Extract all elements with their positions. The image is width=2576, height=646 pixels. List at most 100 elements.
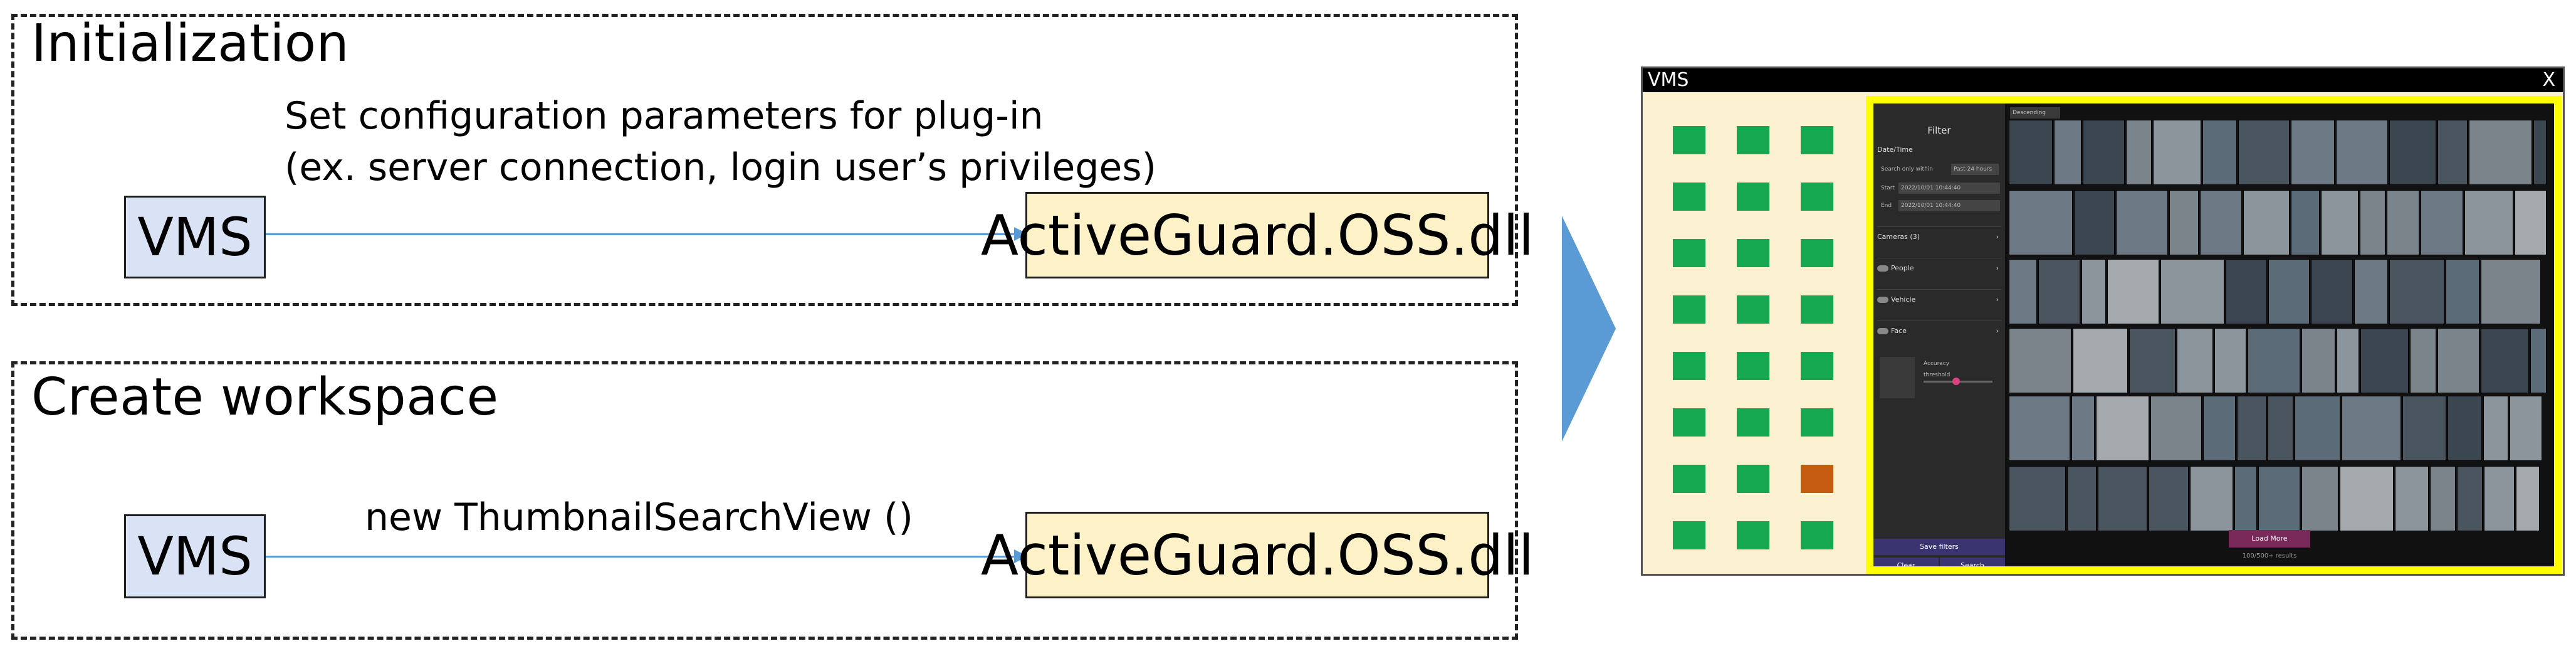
thumbnail[interactable] — [2342, 396, 2401, 461]
thumbnail[interactable] — [2248, 328, 2300, 393]
thumbnail[interactable] — [2510, 396, 2542, 461]
accuracy-slider-thumb[interactable] — [1952, 378, 1960, 385]
camera-tile[interactable] — [1801, 521, 1833, 549]
search-only-within-checkbox[interactable]: Search only within — [1881, 166, 1933, 172]
thumbnail[interactable] — [2238, 120, 2290, 185]
thumbnail[interactable] — [2530, 328, 2547, 393]
thumbnail[interactable] — [2009, 120, 2053, 185]
thumbnail[interactable] — [2149, 466, 2189, 531]
camera-tile[interactable] — [1673, 239, 1705, 267]
thumbnail[interactable] — [2483, 396, 2508, 461]
camera-tile[interactable] — [1673, 352, 1705, 380]
thumbnail[interactable] — [2160, 259, 2224, 324]
thumbnail[interactable] — [2067, 466, 2097, 531]
thumbnail[interactable] — [2360, 190, 2385, 255]
thumbnail[interactable] — [2096, 396, 2149, 461]
thumbnail[interactable] — [2395, 466, 2429, 531]
camera-tile[interactable] — [1737, 126, 1769, 154]
thumbnail[interactable] — [2533, 120, 2547, 185]
thumbnail[interactable] — [2071, 396, 2095, 461]
datetime-section[interactable]: Date/Time — [1877, 146, 1913, 154]
thumbnail[interactable] — [2009, 466, 2066, 531]
thumbnail[interactable] — [2169, 190, 2199, 255]
thumbnail[interactable] — [2387, 190, 2419, 255]
load-more-button[interactable]: Load More — [2229, 530, 2310, 548]
thumbnail[interactable] — [2457, 466, 2483, 531]
camera-tile-alert[interactable] — [1801, 465, 1833, 493]
camera-tile[interactable] — [1673, 183, 1705, 211]
camera-tile[interactable] — [1673, 126, 1705, 154]
people-section[interactable]: People› — [1877, 258, 2001, 278]
camera-tile[interactable] — [1673, 521, 1705, 549]
thumbnail[interactable] — [2009, 328, 2071, 393]
camera-tile[interactable] — [1673, 465, 1705, 493]
thumbnail[interactable] — [2484, 466, 2515, 531]
thumbnail[interactable] — [2073, 328, 2128, 393]
thumbnail[interactable] — [2200, 190, 2242, 255]
thumbnail[interactable] — [2421, 190, 2463, 255]
thumbnail[interactable] — [2268, 259, 2310, 324]
accuracy-slider[interactable] — [1924, 378, 1992, 385]
clear-button[interactable]: Clear — [1873, 558, 1939, 566]
start-datetime-input[interactable]: 2022/10/01 10:44:40 — [1898, 183, 2000, 194]
thumbnail[interactable] — [2009, 259, 2037, 324]
thumbnail[interactable] — [2402, 396, 2446, 461]
thumbnail[interactable] — [2516, 466, 2540, 531]
camera-tile[interactable] — [1737, 465, 1769, 493]
search-button[interactable]: Search — [1940, 558, 2005, 566]
sort-select[interactable]: Descending date — [2010, 107, 2060, 127]
thumbnail[interactable] — [2177, 328, 2213, 393]
camera-tile[interactable] — [1673, 295, 1705, 324]
thumbnail[interactable] — [2009, 396, 2070, 461]
thumbnail[interactable] — [2190, 466, 2233, 531]
thumbnail[interactable] — [2336, 120, 2388, 185]
thumbnail[interactable] — [2150, 396, 2202, 461]
thumbnail[interactable] — [2074, 190, 2115, 255]
thumbnail[interactable] — [2301, 328, 2335, 393]
thumbnail[interactable] — [2081, 259, 2106, 324]
thumbnail[interactable] — [2389, 120, 2436, 185]
thumbnail[interactable] — [2481, 328, 2529, 393]
thumbnail[interactable] — [2430, 466, 2456, 531]
camera-tile[interactable] — [1801, 183, 1833, 211]
thumbnail[interactable] — [2116, 190, 2168, 255]
thumbnail[interactable] — [2258, 466, 2300, 531]
thumbnail[interactable] — [2098, 466, 2147, 531]
thumbnail[interactable] — [2389, 259, 2444, 324]
camera-tile[interactable] — [1737, 295, 1769, 324]
camera-tile[interactable] — [1801, 295, 1833, 324]
thumbnail[interactable] — [2268, 396, 2293, 461]
thumbnail[interactable] — [2234, 466, 2257, 531]
camera-tile[interactable] — [1737, 408, 1769, 437]
thumbnail[interactable] — [2054, 120, 2081, 185]
thumbnail[interactable] — [2009, 190, 2073, 255]
thumbnail[interactable] — [2340, 466, 2394, 531]
thumbnail[interactable] — [2214, 328, 2246, 393]
thumbnail[interactable] — [2291, 120, 2335, 185]
thumbnail[interactable] — [2446, 259, 2479, 324]
thumbnail[interactable] — [2337, 328, 2359, 393]
camera-tile[interactable] — [1737, 352, 1769, 380]
thumbnail[interactable] — [2203, 396, 2236, 461]
thumbnail[interactable] — [2243, 190, 2290, 255]
camera-tile[interactable] — [1737, 183, 1769, 211]
thumbnail[interactable] — [2410, 328, 2436, 393]
vehicle-section[interactable]: Vehicle› — [1877, 289, 2001, 309]
thumbnail[interactable] — [2321, 190, 2359, 255]
save-filters-button[interactable]: Save filters — [1873, 539, 2005, 555]
thumbnail[interactable] — [2360, 328, 2409, 393]
thumbnail[interactable] — [2311, 259, 2353, 324]
thumbnail[interactable] — [2083, 120, 2125, 185]
camera-tile[interactable] — [1737, 239, 1769, 267]
thumbnail[interactable] — [2126, 120, 2152, 185]
thumbnail[interactable] — [2354, 259, 2388, 324]
thumbnail[interactable] — [2237, 396, 2266, 461]
thumbnail[interactable] — [2437, 120, 2468, 185]
end-datetime-input[interactable]: 2022/10/01 10:44:40 — [1898, 200, 2000, 211]
camera-tile[interactable] — [1801, 126, 1833, 154]
cameras-section[interactable]: Cameras (3)› — [1877, 226, 2001, 246]
thumbnail[interactable] — [2107, 259, 2159, 324]
thumbnail[interactable] — [2481, 259, 2541, 324]
thumbnail[interactable] — [2469, 120, 2532, 185]
camera-tile[interactable] — [1801, 239, 1833, 267]
